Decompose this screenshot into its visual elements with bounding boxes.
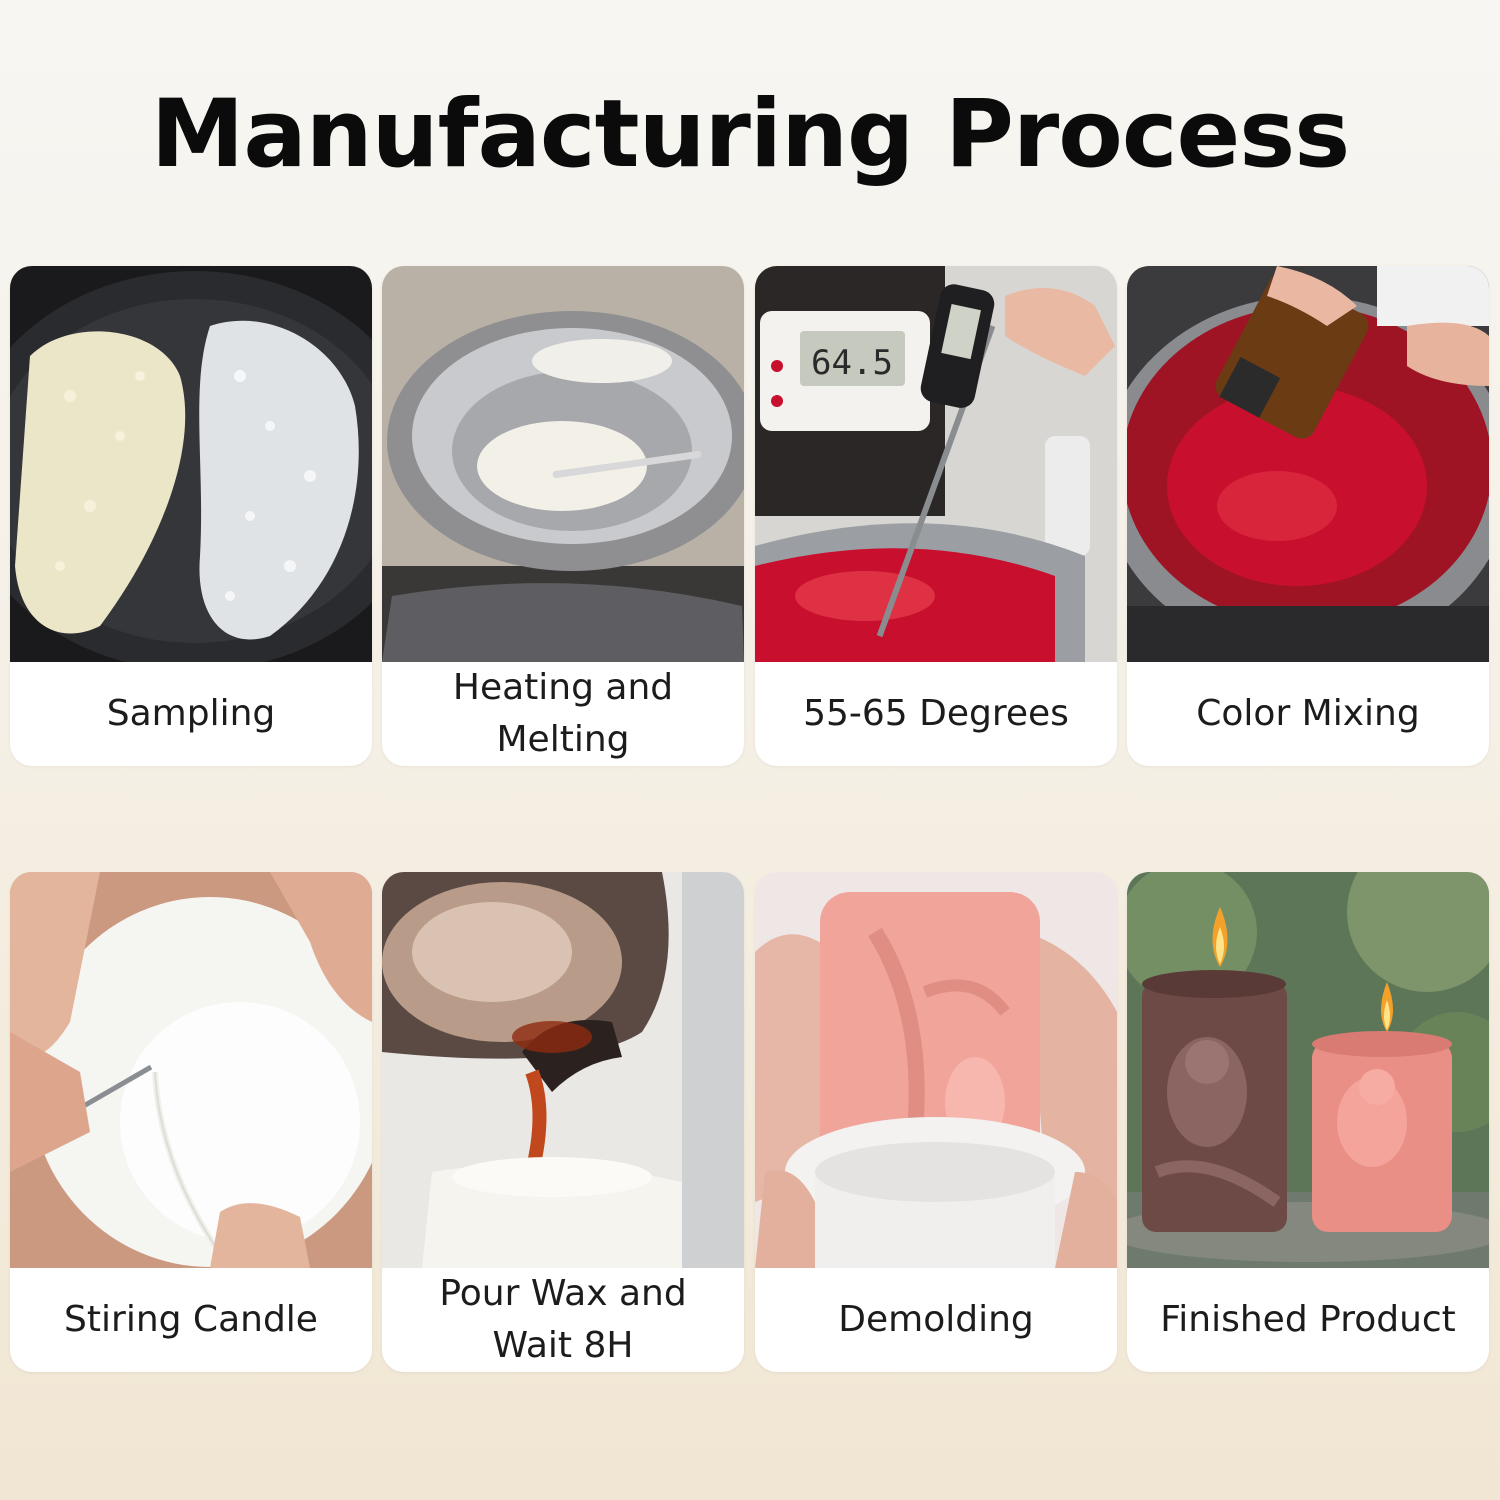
melting-pot-photo bbox=[382, 266, 744, 662]
step-card-color-mixing: Color Mixing bbox=[1127, 266, 1489, 766]
step-card-demolding: Demolding bbox=[755, 872, 1117, 1372]
step-label: Stiring Candle bbox=[64, 1298, 318, 1340]
step-card-stiring-candle: Stiring Candle bbox=[10, 872, 372, 1372]
page-title: Manufacturing Process bbox=[150, 80, 1350, 189]
demolding-photo bbox=[755, 872, 1117, 1268]
step-label: Sampling bbox=[106, 692, 276, 734]
thermometer-readout: 64.5 bbox=[811, 343, 893, 383]
step-label: 55-65 Degrees bbox=[803, 692, 1069, 734]
step-card-heating-melting: Heating and Melting bbox=[382, 266, 744, 766]
wick-insertion-photo bbox=[10, 872, 372, 1268]
step-label: Demolding bbox=[838, 1298, 1034, 1340]
wax-flakes-photo bbox=[10, 266, 372, 662]
step-card-pour-wax: Pour Wax and Wait 8H bbox=[382, 872, 744, 1372]
thermometer-photo: 64.5 bbox=[755, 266, 1117, 662]
step-card-temperature: 64.5 55-65 Degrees bbox=[755, 266, 1117, 766]
step-label: Heating and Melting bbox=[452, 666, 674, 760]
step-card-finished-product: Finished Product bbox=[1127, 872, 1489, 1372]
finished-candles-photo bbox=[1127, 872, 1489, 1268]
pouring-wax-photo bbox=[382, 872, 744, 1268]
step-card-sampling: Sampling bbox=[10, 266, 372, 766]
step-label: Finished Product bbox=[1160, 1298, 1456, 1340]
step-label: Color Mixing bbox=[1196, 692, 1420, 734]
step-label: Pour Wax and Wait 8H bbox=[439, 1272, 687, 1366]
color-mixing-photo bbox=[1127, 266, 1489, 662]
